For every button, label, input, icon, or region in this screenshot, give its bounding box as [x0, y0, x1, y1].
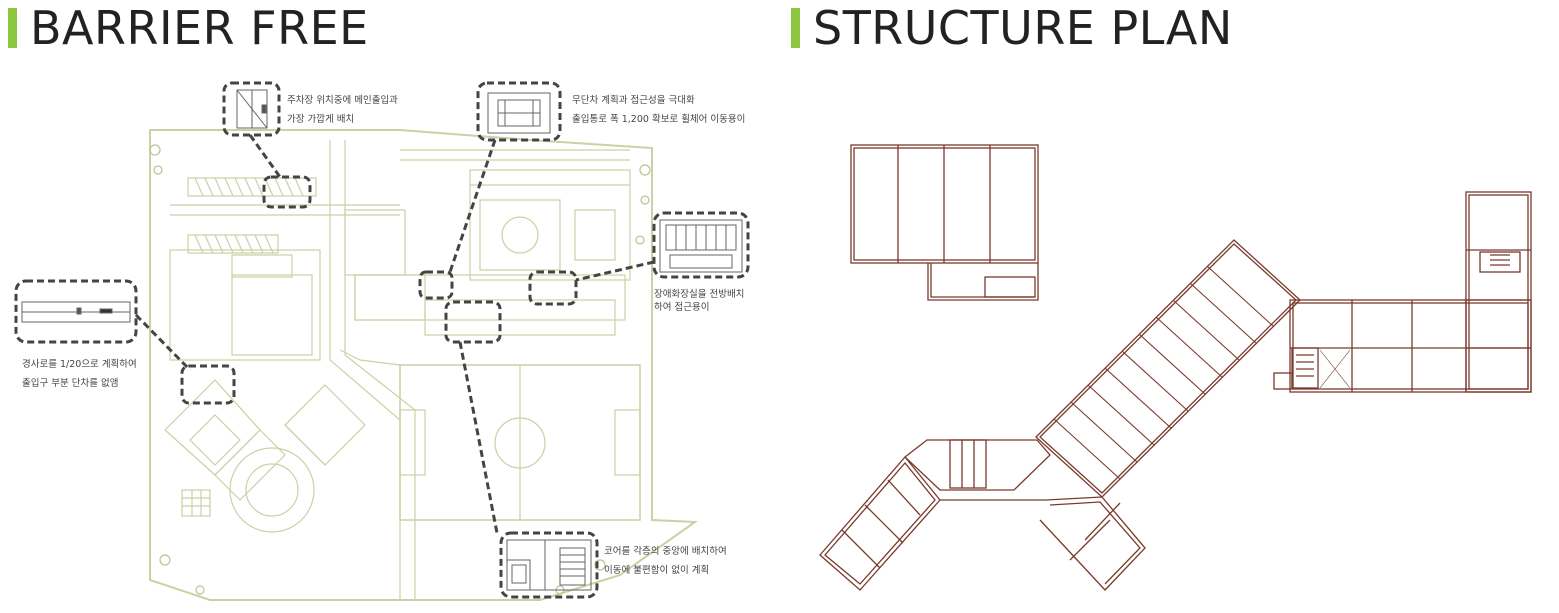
barrier-free-site-plan: [14, 81, 750, 601]
callout-parking-text: 주차장 위치중에 메인출입과 가장 가깝게 배치: [287, 95, 398, 125]
site-plan-drawing: [149, 129, 698, 601]
structure-plan-title: STRUCTURE PLAN: [791, 2, 1233, 54]
title-accent-bar: [791, 8, 800, 48]
barrier-free-heading: BARRIER FREE: [30, 1, 369, 55]
callout-stepfree-text: 무단차 계획과 접근성을 극대화 출입통로 폭 1,200 확보로 휠체어 이동…: [572, 95, 746, 125]
callout-ramp-text: 경사로를 1/20으로 계획하여 출입구 부분 단차를 없앰: [22, 359, 137, 389]
structure-plan-drawing: [819, 144, 1532, 591]
title-accent-bar: [8, 8, 17, 48]
callout-core-text: 코어를 각층의 중앙에 배치하여 이동에 불편함이 없이 계획: [604, 546, 727, 576]
callout-toilet-text: 장애화장실을 전방배치 하여 접근용이: [654, 289, 745, 313]
structure-plan-heading: STRUCTURE PLAN: [813, 1, 1233, 55]
callout-thumbnails: [21, 89, 743, 591]
callout-boxes: [14, 81, 750, 599]
callout-connectors: [134, 134, 655, 534]
barrier-free-title: BARRIER FREE: [8, 2, 369, 54]
